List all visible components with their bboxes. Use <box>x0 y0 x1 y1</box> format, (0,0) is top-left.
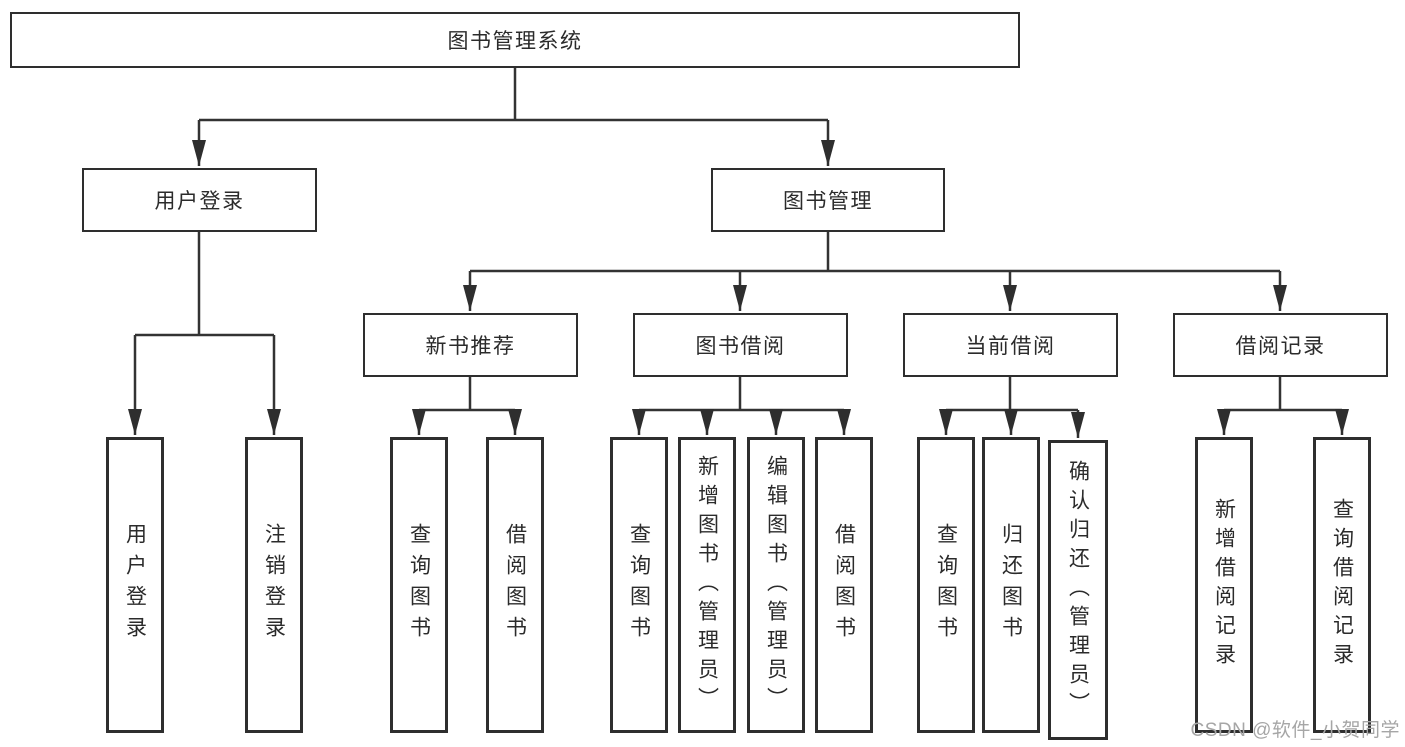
node-user-login: 用户登录 <box>82 168 317 232</box>
connector-current-borrow-bus <box>946 377 1078 412</box>
node-book-management: 图书管理 <box>711 168 945 232</box>
leaf-query-borrow-record-label: 查询借阅记录 <box>1330 498 1354 672</box>
leaf-return-books-label: 归还图书 <box>999 523 1023 647</box>
leaf-query-borrow-record: 查询借阅记录 <box>1313 437 1371 733</box>
connector-root-stem <box>199 68 828 122</box>
connector-book-management-bus <box>470 232 1280 273</box>
leaf-borrow-books-label: 借阅图书 <box>832 523 856 647</box>
connector-book-borrow-bus <box>639 377 844 412</box>
csdn-watermark: CSDN @软件_小贺同学 <box>1190 720 1400 741</box>
leaf-query-books-current-label: 查询图书 <box>934 523 958 647</box>
leaf-query-books-borrow-label: 查询图书 <box>627 523 651 647</box>
connector-user-login-bus <box>135 232 274 337</box>
node-current-borrow: 当前借阅 <box>903 313 1118 377</box>
leaf-query-books-recommend: 查询图书 <box>390 437 448 733</box>
node-borrow-records: 借阅记录 <box>1173 313 1388 377</box>
leaf-add-borrow-record: 新增借阅记录 <box>1195 437 1253 733</box>
leaf-add-borrow-record-label: 新增借阅记录 <box>1212 498 1236 672</box>
leaf-user-login-label: 用户登录 <box>123 523 147 647</box>
leaf-confirm-return-admin: 确认归还（管理员） <box>1048 440 1108 740</box>
leaf-add-books-admin: 新增图书（管理员） <box>678 437 736 733</box>
node-root: 图书管理系统 <box>10 12 1020 68</box>
leaf-borrow-books-recommend-label: 借阅图书 <box>503 523 527 647</box>
leaf-query-books-current: 查询图书 <box>917 437 975 733</box>
leaf-add-books-admin-label: 新增图书（管理员） <box>695 454 719 716</box>
leaf-borrow-books: 借阅图书 <box>815 437 873 733</box>
leaf-borrow-books-recommend: 借阅图书 <box>486 437 544 733</box>
connector-borrow-records-bus <box>1224 377 1342 412</box>
leaf-query-books-recommend-label: 查询图书 <box>407 523 431 647</box>
leaf-user-login: 用户登录 <box>106 437 164 733</box>
leaf-confirm-return-admin-label: 确认归还（管理员） <box>1066 459 1090 721</box>
leaf-edit-books-admin: 编辑图书（管理员） <box>747 437 805 733</box>
leaf-logout: 注销登录 <box>245 437 303 733</box>
leaf-query-books-borrow: 查询图书 <box>610 437 668 733</box>
node-book-borrow: 图书借阅 <box>633 313 848 377</box>
node-new-book-recommend: 新书推荐 <box>363 313 578 377</box>
connector-new-book-recommend-bus <box>419 377 515 412</box>
leaf-logout-label: 注销登录 <box>262 523 286 647</box>
leaf-return-books: 归还图书 <box>982 437 1040 733</box>
leaf-edit-books-admin-label: 编辑图书（管理员） <box>764 454 788 716</box>
